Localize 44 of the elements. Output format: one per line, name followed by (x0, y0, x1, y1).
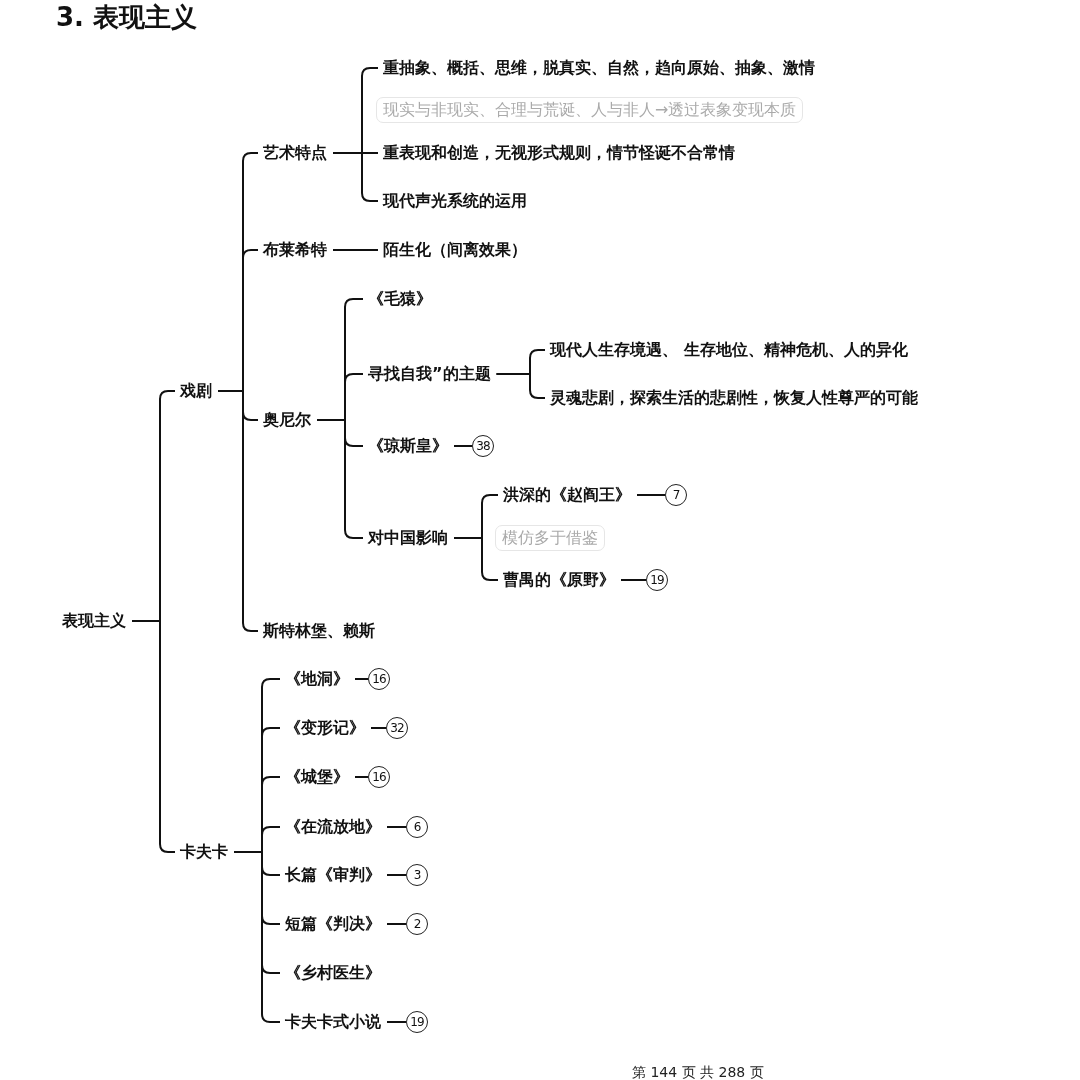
connector-line (354, 776, 369, 778)
connector-line (386, 1021, 407, 1023)
topic-text: 陌生化（间离效果） (383, 239, 527, 261)
topic-text: 布莱希特 (263, 239, 327, 261)
topic-text: 卡夫卡 (180, 841, 228, 863)
topic-text: 《毛猿》 (368, 288, 432, 310)
topic-text: 重表现和创造，无视形式规则，情节怪诞不合常情 (383, 142, 735, 164)
connector-line (370, 727, 387, 729)
topic-text: 灵魂悲剧，探索生活的悲剧性，恢复人性尊严的可能 (550, 387, 918, 409)
note-box: 现实与非现实、合理与荒诞、人与非人→透过表象变现本质 (376, 97, 804, 123)
topic-text: 《变形记》 (285, 717, 365, 739)
connector-line (386, 826, 407, 828)
page-number: 第 144 页 共 288 页 (632, 1064, 764, 1080)
topic-text: 寻找自我”的主题 (368, 363, 491, 385)
connector-line (386, 923, 407, 925)
topic-text: 曹禺的《原野》 (503, 569, 615, 591)
topic-text: 卡夫卡式小说 (285, 1011, 381, 1033)
topic-text: 《乡村医生》 (285, 962, 381, 984)
topic-text: 戏剧 (180, 380, 212, 402)
topic-text: 《琼斯皇》 (368, 435, 448, 457)
topic-text: 表现主义 (62, 610, 126, 632)
topic-text: 斯特林堡、赖斯 (263, 620, 375, 642)
topic-text: 重抽象、概括、思维，脱真实、自然，趋向原始、抽象、激情 (383, 57, 815, 79)
connector-line (386, 874, 407, 876)
connector-line (636, 494, 666, 496)
page-title: 3. 表现主义 (56, 1, 198, 34)
connector-line (332, 249, 379, 251)
topic-text: 艺术特点 (263, 142, 327, 164)
topic-text: 《地洞》 (285, 668, 349, 690)
topic-text: 现代人生存境遇、 生存地位、精神危机、人的异化 (550, 339, 908, 361)
topic-text: 奥尼尔 (263, 409, 311, 431)
topic-text: 《在流放地》 (285, 816, 381, 838)
topic-text: 长篇《审判》 (285, 864, 381, 886)
connector-line (453, 445, 473, 447)
connector-line (620, 579, 647, 581)
connector-line (233, 851, 281, 1023)
topic-text: 对中国影响 (368, 527, 448, 549)
connector-line (354, 678, 369, 680)
topic-text: 短篇《判决》 (285, 913, 381, 935)
topic-text: 《城堡》 (285, 766, 349, 788)
connector-line (316, 419, 364, 539)
note-box: 模仿多于借鉴 (495, 525, 605, 551)
topic-text: 洪深的《赵阎王》 (503, 484, 631, 506)
topic-text: 现代声光系统的运用 (383, 190, 527, 212)
